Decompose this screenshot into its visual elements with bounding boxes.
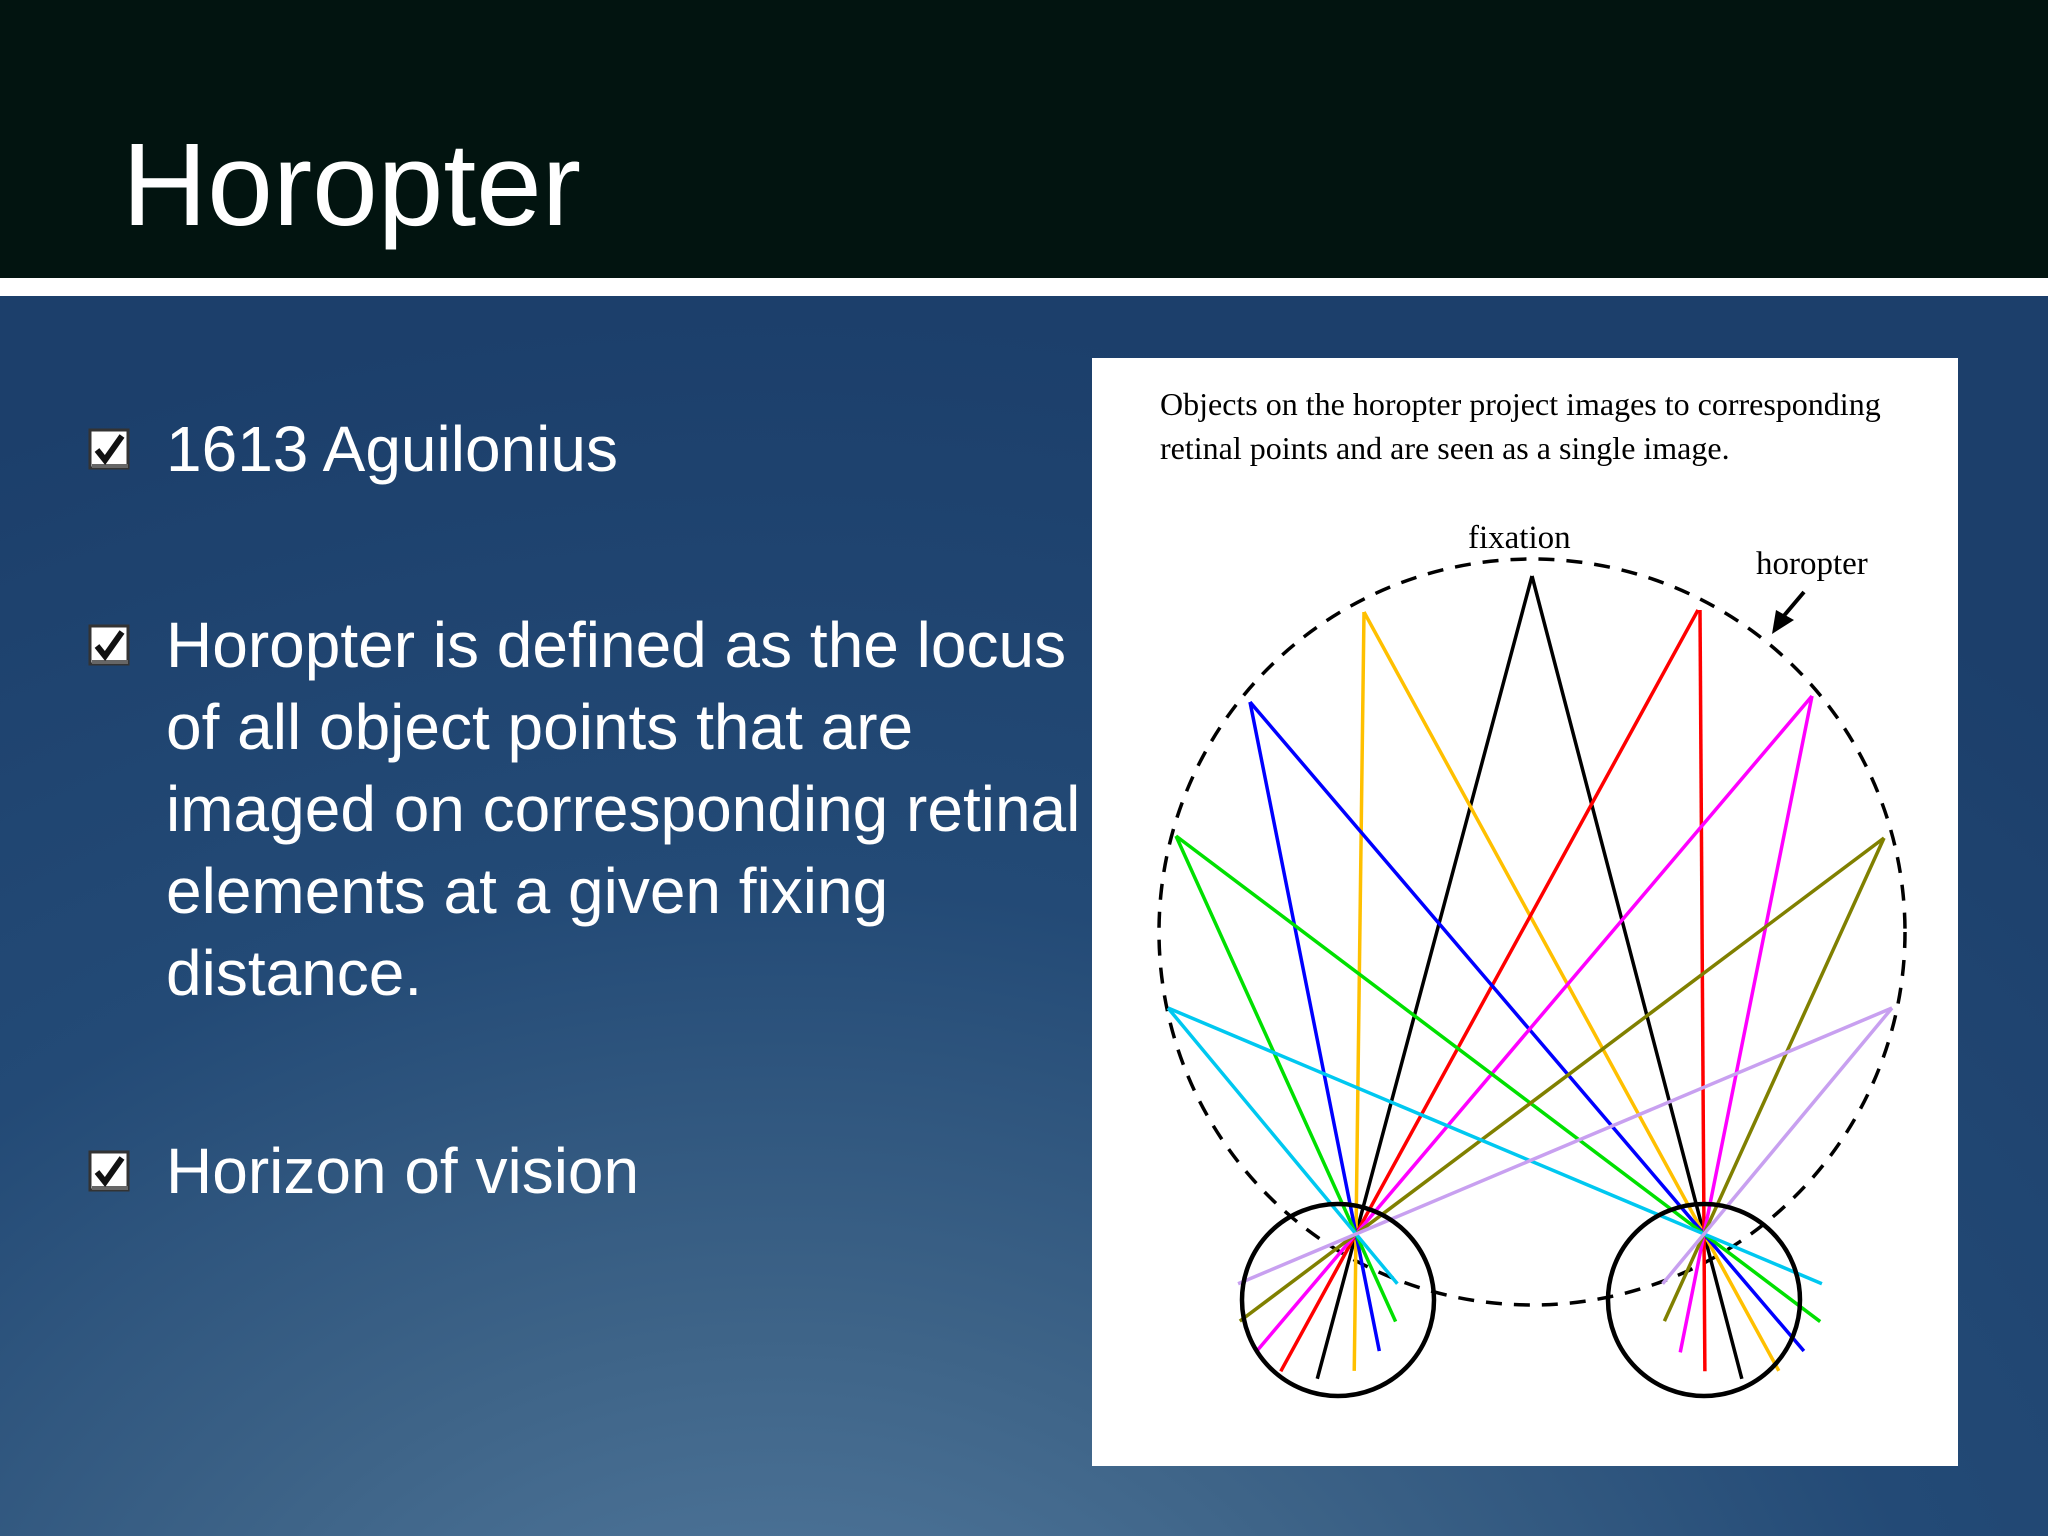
projection-line [1661,1006,1894,1285]
checkbox-checked-icon [88,624,130,666]
projection-line [1237,1006,1893,1286]
projection-line [1352,611,1366,1371]
bullet-text: 1613 Aguilonius [166,413,618,485]
horopter-arrowhead [1772,610,1794,634]
horopter-label: horopter [1756,546,1868,582]
projection-line [1167,1006,1823,1286]
projection-line [1698,609,1707,1372]
right-eye [1605,1201,1803,1399]
horopter-circle [1157,557,1907,1307]
figure-caption: Objects on the horopter project images t… [1160,386,1881,466]
title-divider [0,278,2048,296]
projection-line [1174,834,1822,1323]
projection-line [1238,836,1886,1323]
left-eye [1239,1201,1437,1399]
horopter-arrow [1780,590,1806,620]
projection-line [1530,575,1744,1380]
projection-line [1678,695,1814,1353]
projection-line [1174,835,1398,1323]
projection-line [1279,609,1700,1373]
projection-line [1662,837,1886,1322]
bullet-text: Horizon of vision [166,1135,640,1207]
horopter-drawing [1157,557,1907,1399]
projection-line [1315,575,1534,1380]
bullet-text: Horopter is defined as the locus of all … [166,609,1081,1009]
title-bar [0,0,2048,278]
projection-line [1248,700,1806,1353]
projection-line [1362,611,1781,1372]
bullet-item: Horizon of vision [88,1130,1126,1212]
horopter-diagram: Objects on the horopter project images t… [1092,358,1958,1466]
checkbox-checked-icon [88,1150,130,1192]
slide-title: Horopter [122,119,582,251]
projection-line [1248,701,1382,1352]
projection-line [1166,1006,1399,1285]
bullet-item: Horopter is defined as the locus of all … [88,604,1126,1014]
fixation-label: fixation [1468,520,1571,556]
bullet-item: 1613 Aguilonius [88,408,1126,490]
projection-line [1254,694,1814,1354]
checkbox-checked-icon [88,428,130,470]
